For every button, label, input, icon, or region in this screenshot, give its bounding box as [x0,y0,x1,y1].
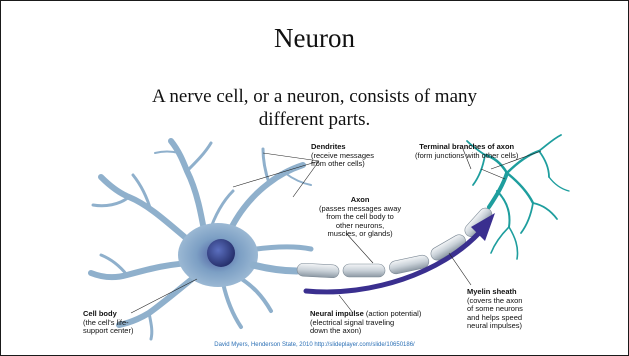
cell-body-label: Cell body (the cell's life- support cent… [83,310,133,336]
myelin-sheath-label: Myelin sheath (covers the axon of some n… [467,288,523,331]
slide-subtitle: A nerve cell, or a neuron, consists of m… [61,85,568,131]
neural-impulse-suffix: (action potential) [364,309,422,318]
subtitle-line: different parts. [61,108,568,131]
terminal-branches-label: Terminal branches of axon (form junction… [415,143,518,160]
cell-body-desc: support center) [83,327,133,336]
terminal-branches-desc: (form junctions with other cells) [415,152,518,161]
axon-hillock [253,265,297,271]
axon-desc: muscles, or glands) [319,230,401,239]
myelin-sheath-desc: neural impulses) [467,322,523,331]
neural-impulse-label: Neural impulse (action potential) (elect… [310,310,421,336]
slide-title: Neuron [1,23,628,54]
axon-label: Axon (passes messages away from the cell… [319,196,401,239]
nucleus [207,239,235,267]
source-credit: David Myers, Henderson State, 2010 http:… [1,342,628,348]
subtitle-line: A nerve cell, or a neuron, consists of m… [61,85,568,108]
dendrites-label: Dendrites (receive messages from other c… [311,143,374,169]
neural-impulse-title: Neural impulse [310,309,364,318]
neural-impulse-desc: down the axon) [310,327,421,336]
dendrites-desc: from other cells) [311,160,374,169]
